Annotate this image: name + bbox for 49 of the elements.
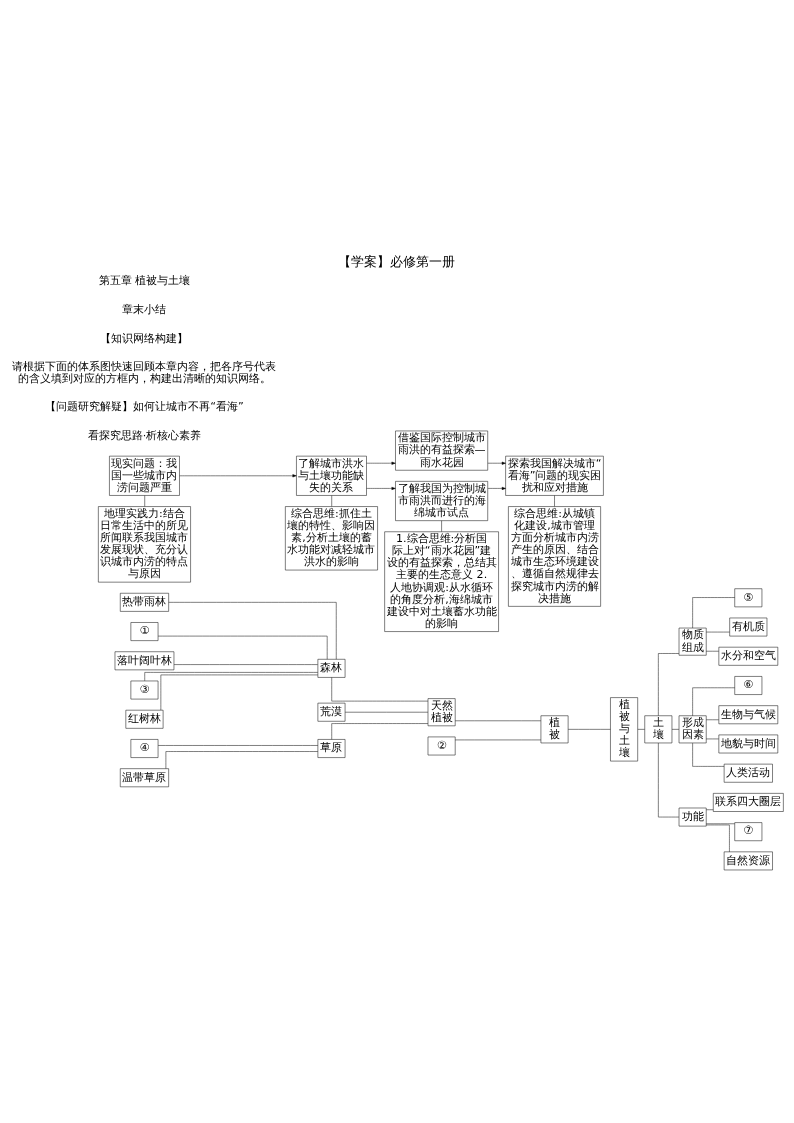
- node-box: 土壤: [644, 715, 673, 744]
- node-box: 水分和空气: [718, 646, 779, 666]
- node-box: 人类活动: [723, 763, 773, 783]
- node-box: ③: [130, 680, 159, 700]
- diagram-title: 【学案】必修第一册: [338, 253, 456, 269]
- node-box: 借鉴国际控制城市雨洪的有益探索—雨水花园: [395, 430, 488, 471]
- node-box: 综合思维:抓住土壤的特性、影响因素,分析土壤的蓄水功能对减轻城市洪水的影响: [285, 506, 378, 571]
- label: 章末小结: [122, 302, 167, 316]
- node-box: 物质组成: [678, 627, 707, 656]
- node-box: ⑦: [734, 822, 763, 841]
- node-box: ①: [130, 622, 159, 641]
- node-box: 地貌与时间: [718, 734, 779, 754]
- node-box: 草原: [317, 739, 346, 758]
- node-box: 有机质: [729, 617, 768, 637]
- node-box: 热带雨林: [120, 593, 169, 612]
- node-box: 植被与土壤: [610, 697, 638, 762]
- node-box: 现实问题：我国一些城市内涝问题严重: [109, 455, 180, 496]
- node-box: 地理实践力:结合日常生活中的所见所闻联系我国城市发展现状、充分认识城市内涝的特点与原因: [98, 506, 191, 583]
- arrow: [487, 486, 506, 490]
- node-box: 探索我国解决城市“看海”问题的现实困扰和应对措施: [505, 455, 604, 496]
- node-box: 温带草原: [120, 768, 169, 788]
- node-box: ④: [130, 739, 159, 758]
- node-box: 荒漠: [317, 702, 346, 722]
- node-box: 功能: [678, 807, 707, 827]
- node-box: 落叶阔叶林: [114, 651, 175, 671]
- node-box: ⑥: [734, 676, 763, 695]
- node-box: 了解我国为控制城市雨洪而进行的海绵城市试点: [395, 481, 488, 521]
- arrow: [179, 474, 297, 478]
- node-box: ⑤: [734, 588, 763, 608]
- node-box: ②: [427, 736, 456, 756]
- node-box: 天然植被: [427, 698, 456, 727]
- label: 第五章 植被与土壤: [98, 273, 191, 287]
- node-box: 生物与气候: [718, 705, 779, 725]
- arrow: [366, 461, 396, 465]
- node-box: 森林: [317, 659, 346, 678]
- node-box: 1.综合思维:分析国际上对“雨水花园”建设的有益探索，总结其主要的生态意义 2.人地协调观:从水循环的角度分析,海绵城市建设中对土壤蓄水功能的影响: [384, 531, 499, 632]
- label: 请根据下面的体系图快速回顾本章内容，把各序号代表的含义填到对应的方框内，构建出清晰的知识网络。: [12, 359, 277, 385]
- node-box: 综合思维:从城镇化建设,城市管理方面分析城市内涝产生的原因、结合城市生态环境建设、遵循自然规律去探究城市内涝的解决措施: [508, 506, 601, 607]
- node-box: 植被: [540, 715, 569, 744]
- node-box: 了解城市洪水与土壤功能缺失的关系: [296, 455, 367, 496]
- label: 看探究思路·析核心素养: [87, 428, 202, 442]
- arrow: [487, 461, 506, 465]
- label: 【问题研究解疑】如何让城市不再“看海”: [45, 399, 244, 413]
- label: 【知识网络构建】: [100, 332, 189, 346]
- node-box: 自然资源: [723, 851, 773, 871]
- node-box: 红树林: [125, 709, 164, 729]
- node-box: 形成因素: [678, 715, 707, 744]
- node-box: 联系四大圈层: [713, 793, 784, 812]
- arrow: [366, 486, 396, 490]
